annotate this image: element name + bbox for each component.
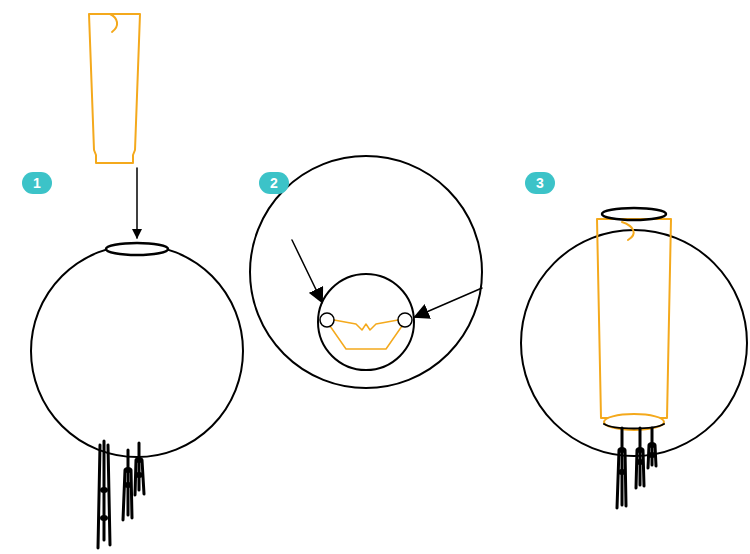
callout-number: 1 bbox=[22, 172, 52, 194]
callout-number: 3 bbox=[525, 172, 555, 194]
callout-number: 2 bbox=[259, 172, 289, 194]
